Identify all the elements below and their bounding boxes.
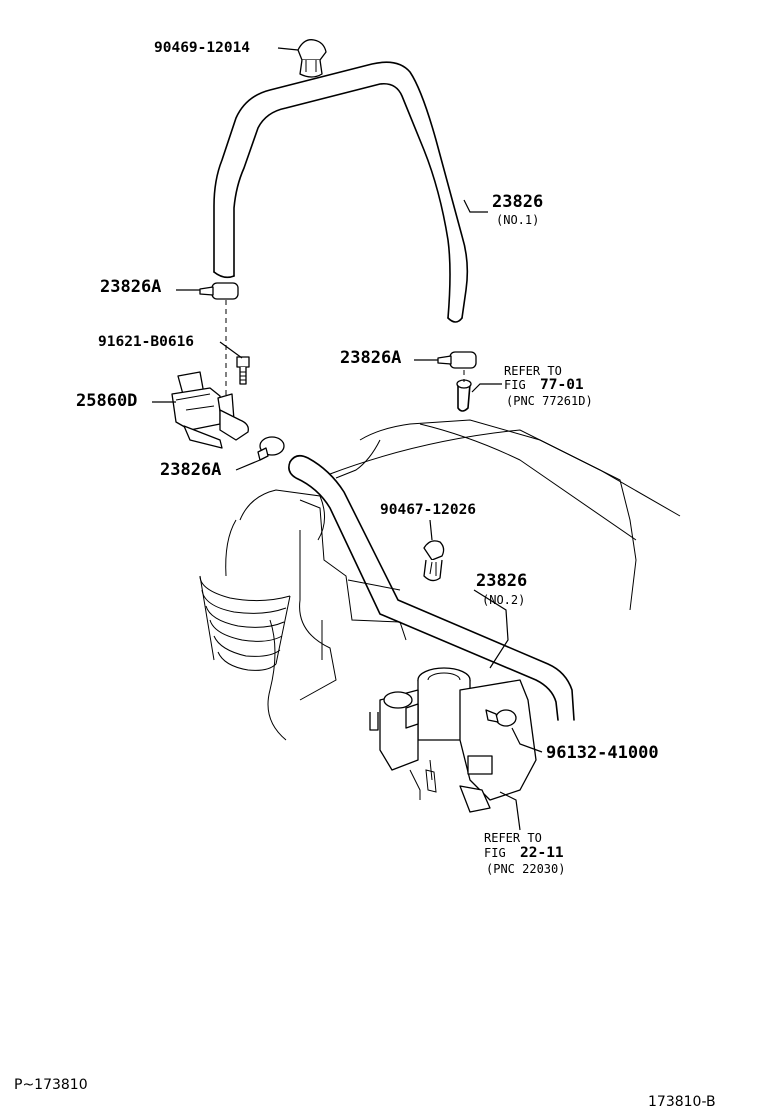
hose-clamp-low[interactable]: [257, 436, 285, 461]
label-bolt[interactable]: 91621-B0616: [98, 334, 194, 350]
ref2-line1: REFER TO: [484, 831, 542, 845]
label-clamp-left[interactable]: 23826A: [100, 277, 161, 297]
refer-to-fig-22-11[interactable]: REFER TO FIG 22-11 (PNC 22030): [484, 831, 565, 876]
vacuum-switching-valve[interactable]: [171, 371, 249, 449]
hose-clamp-mid[interactable]: [437, 351, 477, 369]
air-intake-duct: [199, 489, 325, 671]
label-hose-no2-sub: (NO.2): [482, 593, 525, 607]
label-hose-no2[interactable]: 23826: [476, 571, 527, 591]
vacuum-hose-no2[interactable]: [288, 454, 575, 721]
label-clamp-low[interactable]: 23826A: [160, 460, 221, 480]
hose-clamp-left[interactable]: [199, 282, 239, 300]
ref1-fig-prefix: FIG: [504, 378, 526, 392]
ref2-fig-prefix: FIG: [484, 846, 506, 860]
vacuum-hose-no1[interactable]: [213, 61, 469, 323]
hose-clamp-throttle[interactable]: [485, 709, 517, 727]
label-vsv[interactable]: 25860D: [76, 391, 137, 411]
label-clip-mid[interactable]: 90467-12026: [380, 502, 476, 518]
ref2-fig-number: 22-11: [520, 845, 564, 861]
label-hose-no1-sub: (NO.1): [496, 213, 539, 227]
footer-right-code: 173810-B: [648, 1094, 716, 1110]
throttle-body: [369, 667, 537, 813]
label-clamp-throttle[interactable]: 96132-41000: [546, 743, 659, 763]
hose-clip-top[interactable]: [297, 39, 327, 78]
label-clamp-mid[interactable]: 23826A: [340, 348, 401, 368]
part-labels: 90469-12014 23826 (NO.1) 23826A 91621-B0…: [76, 40, 659, 763]
bolt-91621[interactable]: [236, 356, 250, 385]
label-clip-top[interactable]: 90469-12014: [154, 40, 250, 56]
pipe-stub: [456, 379, 472, 412]
leader-lines: [152, 47, 543, 831]
ref2-pnc: (PNC 22030): [486, 862, 565, 876]
hose-clip-mid[interactable]: [423, 540, 445, 582]
footer-left-code: P~173810: [14, 1077, 88, 1093]
ref1-pnc: (PNC 77261D): [506, 394, 593, 408]
label-hose-no1[interactable]: 23826: [492, 192, 543, 212]
refer-to-fig-77-01[interactable]: REFER TO FIG 77-01 (PNC 77261D): [504, 364, 593, 408]
ref1-line1: REFER TO: [504, 364, 562, 378]
ref1-fig-number: 77-01: [540, 377, 584, 393]
